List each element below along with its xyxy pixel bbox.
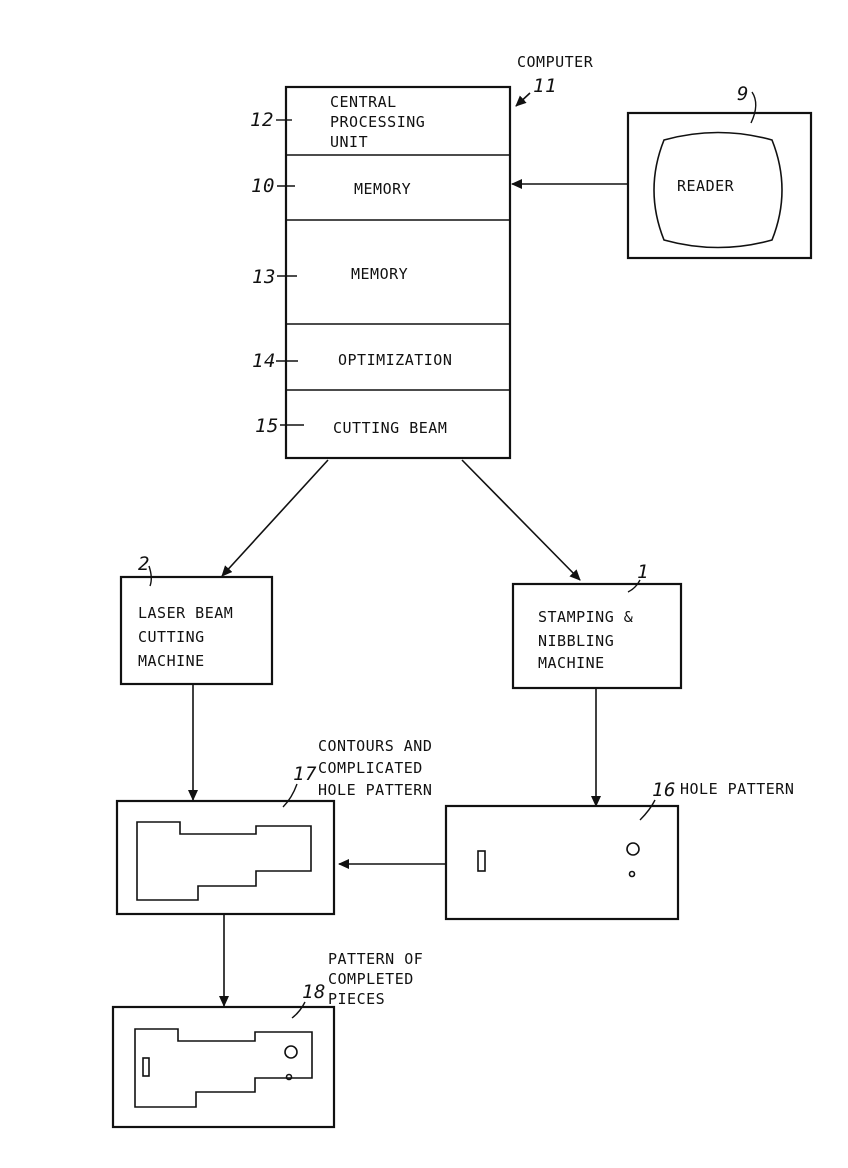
completed-pieces-block: PATTERN OF COMPLETED PIECES 18 bbox=[113, 950, 423, 1127]
completed-ref: 18 bbox=[302, 981, 326, 1003]
cutting-beam-ref: 15 bbox=[255, 415, 279, 437]
hole-pattern-ref: 16 bbox=[652, 779, 676, 801]
reader-block: READER 9 bbox=[512, 83, 811, 258]
computer-block: COMPUTER 11 CENTRAL PROCESSING UNIT 12 M… bbox=[250, 53, 594, 458]
computer-to-laser-arrow bbox=[222, 460, 328, 576]
reader-ref: 9 bbox=[737, 83, 749, 105]
reader-label: READER bbox=[677, 177, 735, 195]
memory-10-label: MEMORY bbox=[354, 180, 411, 198]
contours-label-line-3: HOLE PATTERN bbox=[318, 781, 432, 799]
small-round-hole bbox=[630, 872, 635, 877]
stamping-ref: 1 bbox=[637, 561, 649, 583]
hole-pattern-label: HOLE PATTERN bbox=[680, 780, 794, 798]
cutting-beam-block: CUTTING BEAM 15 bbox=[255, 415, 447, 437]
hole-pattern-block: HOLE PATTERN 16 bbox=[339, 779, 794, 919]
laser-machine-block: LASER BEAM CUTTING MACHINE 2 bbox=[121, 553, 272, 684]
computer-ref: 11 bbox=[533, 75, 557, 97]
laser-label-line-2: CUTTING bbox=[138, 628, 205, 646]
contours-ref: 17 bbox=[293, 763, 317, 785]
contours-part-shape bbox=[137, 822, 311, 900]
completed-outline bbox=[113, 1007, 334, 1127]
slot-hole bbox=[478, 851, 485, 871]
completed-large-hole bbox=[285, 1046, 297, 1058]
memory-13-label: MEMORY bbox=[351, 265, 408, 283]
memory-block-13: MEMORY 13 bbox=[252, 265, 408, 288]
contours-block: CONTOURS AND COMPLICATED HOLE PATTERN 17 bbox=[117, 737, 432, 914]
memory-10-ref: 10 bbox=[251, 175, 275, 197]
large-round-hole bbox=[627, 843, 639, 855]
cpu-block: CENTRAL PROCESSING UNIT 12 bbox=[250, 93, 425, 151]
laser-label-line-3: MACHINE bbox=[138, 652, 205, 670]
memory-13-ref: 13 bbox=[252, 266, 276, 288]
contours-label-line-2: COMPLICATED bbox=[318, 759, 423, 777]
completed-part-shape bbox=[135, 1029, 312, 1107]
memory-block-10: MEMORY 10 bbox=[251, 175, 411, 198]
laser-ref: 2 bbox=[138, 553, 150, 575]
completed-slot-hole bbox=[143, 1058, 149, 1076]
stamping-label-line-3: MACHINE bbox=[538, 654, 605, 672]
stamping-label-line-1: STAMPING & bbox=[538, 608, 633, 626]
contours-label-line-1: CONTOURS AND bbox=[318, 737, 432, 755]
laser-label-line-1: LASER BEAM bbox=[138, 604, 233, 622]
cpu-label-line-2: PROCESSING bbox=[330, 113, 425, 131]
completed-label-line-3: PIECES bbox=[328, 990, 385, 1008]
hole-pattern-outline bbox=[446, 806, 678, 919]
contours-outline bbox=[117, 801, 334, 914]
completed-small-hole bbox=[287, 1075, 292, 1080]
cpu-label-line-3: UNIT bbox=[330, 133, 368, 151]
completed-label-line-2: COMPLETED bbox=[328, 970, 414, 988]
cpu-ref: 12 bbox=[250, 109, 274, 131]
cpu-label-line-1: CENTRAL bbox=[330, 93, 397, 111]
optimization-ref: 14 bbox=[252, 350, 276, 372]
optimization-block: OPTIMIZATION 14 bbox=[252, 350, 452, 372]
stamping-label-line-2: NIBBLING bbox=[538, 632, 614, 650]
completed-label-line-1: PATTERN OF bbox=[328, 950, 423, 968]
cutting-beam-label: CUTTING BEAM bbox=[333, 419, 447, 437]
stamping-machine-block: STAMPING & NIBBLING MACHINE 1 bbox=[513, 561, 681, 688]
optimization-label: OPTIMIZATION bbox=[338, 351, 452, 369]
computer-title: COMPUTER bbox=[517, 53, 594, 71]
computer-to-stamping-arrow bbox=[462, 460, 580, 580]
